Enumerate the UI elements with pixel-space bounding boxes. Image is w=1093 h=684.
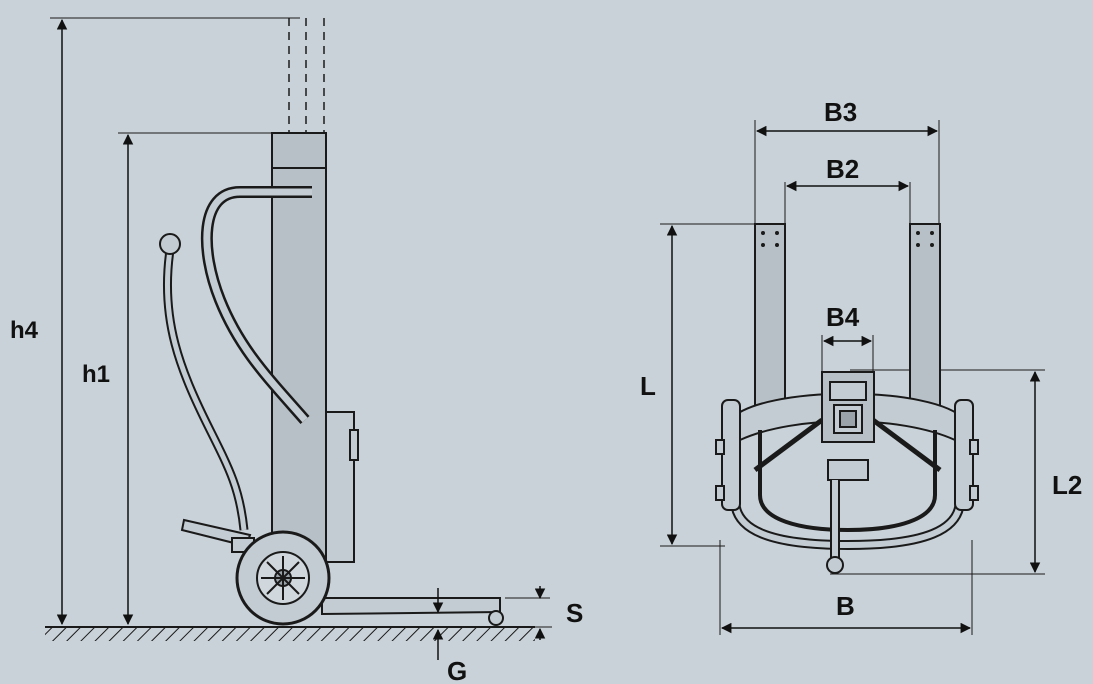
label-g: G xyxy=(447,656,467,684)
fork xyxy=(321,597,501,616)
label-s: S xyxy=(566,598,583,628)
mast-extension-dashed xyxy=(288,18,325,132)
pump-handle-knob xyxy=(159,233,181,255)
fork-roller xyxy=(488,610,504,626)
label-h4: h4 xyxy=(10,317,39,344)
mast-upright-right xyxy=(909,223,941,415)
side-view xyxy=(45,17,552,660)
rear-housing xyxy=(321,411,355,563)
pump-handle xyxy=(162,249,249,531)
label-b3: B3 xyxy=(824,97,857,127)
ground-hatching xyxy=(45,626,535,641)
label-h1: h1 xyxy=(82,361,110,388)
front-view xyxy=(660,120,1045,635)
label-b2: B2 xyxy=(826,154,859,184)
label-b: B xyxy=(836,591,855,621)
label-b4: B4 xyxy=(826,302,860,332)
mast-upright-left xyxy=(754,223,786,415)
mast xyxy=(271,132,327,574)
label-l: L xyxy=(640,371,656,401)
label-l2: L2 xyxy=(1052,470,1082,500)
side-wheel xyxy=(235,530,331,626)
front-handle-knob xyxy=(826,556,844,574)
rear-housing-knob xyxy=(349,429,359,461)
